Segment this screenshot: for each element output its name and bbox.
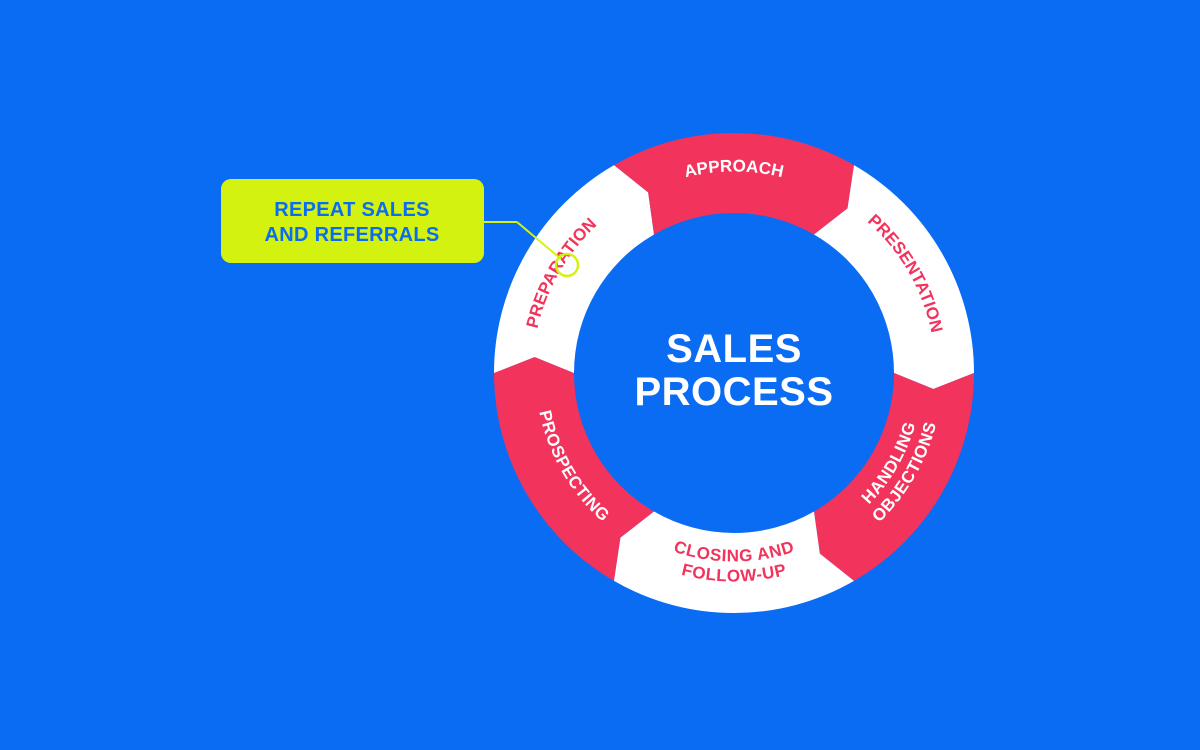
ring-segment-presentation [814,165,974,389]
center-title-line-1: SALES [666,327,802,371]
ring-segment-closing-and-follow-up [614,511,854,614]
repeat-sales-callout: REPEAT SALES AND REFERRALS [221,179,580,278]
center-title-line-2: PROCESS [634,370,833,414]
callout-connector-line-diagonal [516,221,562,260]
callout-line-2: AND REFERRALS [264,224,439,246]
ring-segment-prospecting [494,357,654,581]
ring-segment-handling-objections [814,373,974,581]
process-ring [493,132,974,614]
callout-marker-circle [554,252,580,278]
ring-segment-approach [614,132,854,235]
callout-line-1: REPEAT SALES [274,199,429,221]
ring-segment-preparation [493,165,654,373]
callout-box [221,179,484,263]
